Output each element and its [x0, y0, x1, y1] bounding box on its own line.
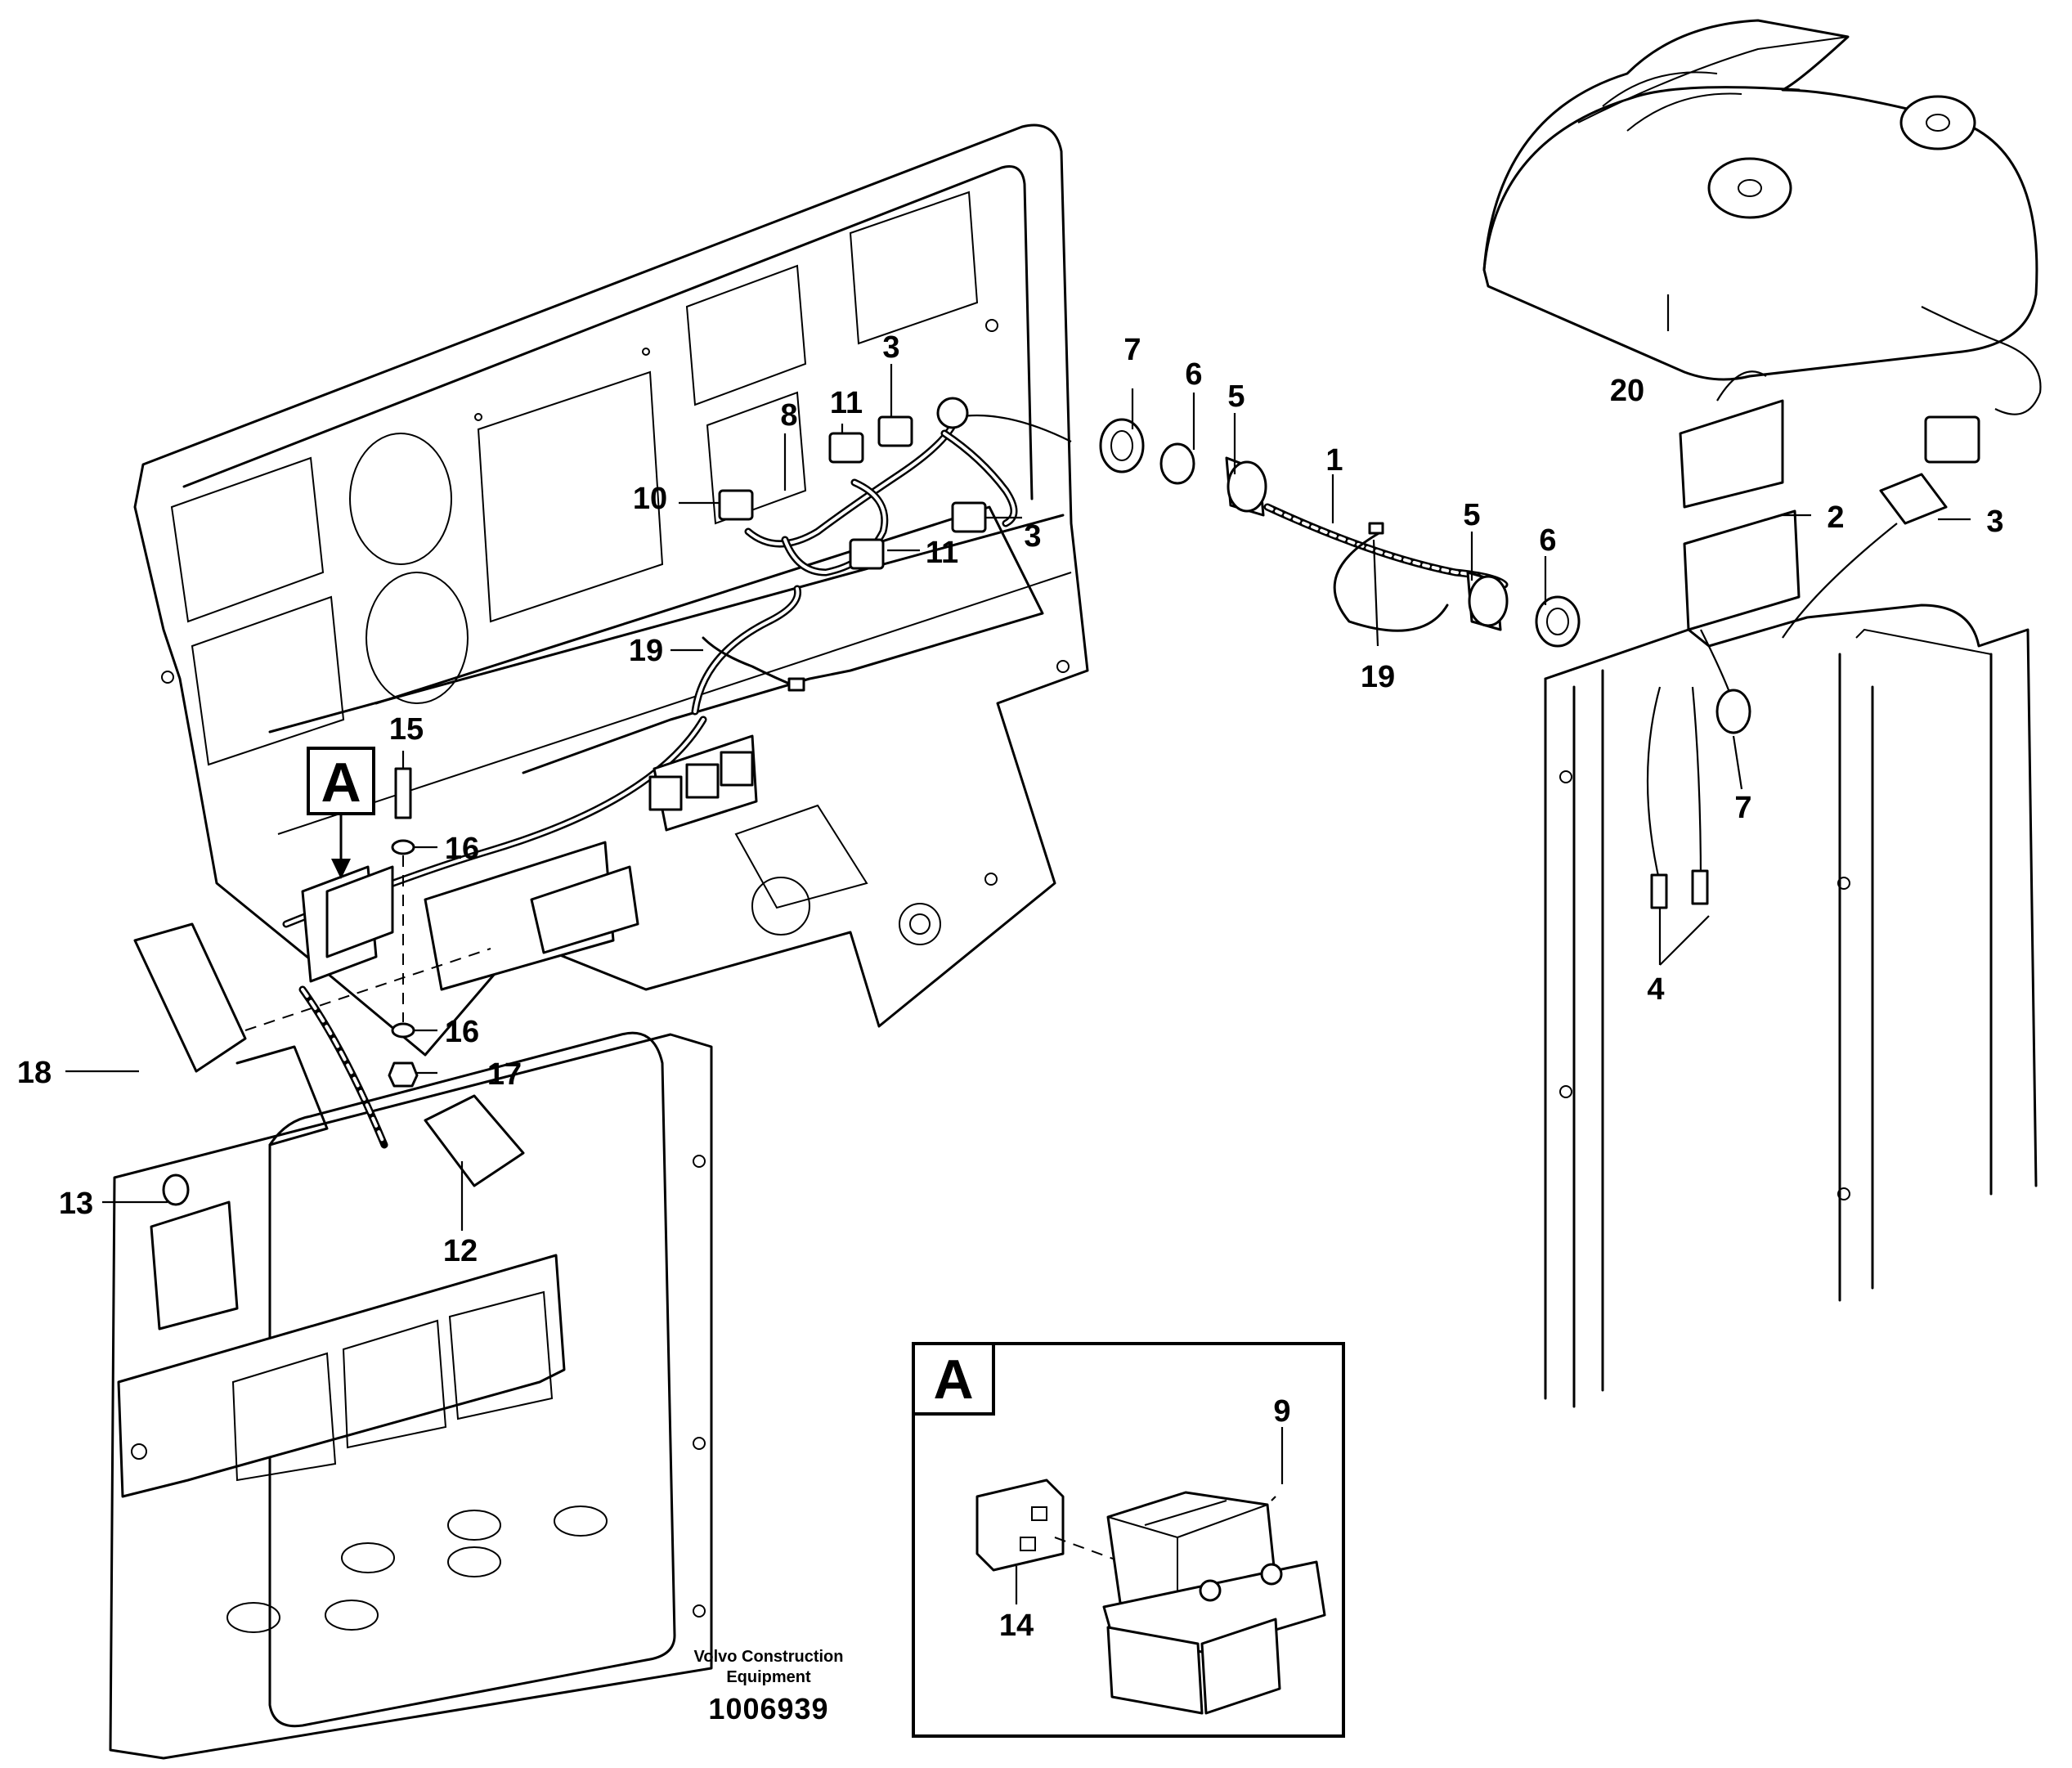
callout-10: 10	[633, 482, 667, 516]
callout-18: 18	[17, 1056, 52, 1090]
nut-17	[388, 1061, 419, 1088]
connector-10	[718, 489, 754, 521]
callout-15: 15	[389, 712, 424, 747]
relay-14	[975, 1479, 1065, 1572]
callout-11-upper: 11	[830, 386, 863, 420]
connector-3-upper	[877, 415, 913, 447]
detail-a-marker: A	[307, 747, 375, 879]
callout-1: 1	[1325, 443, 1343, 478]
nut-7-right	[1715, 689, 1751, 734]
callout-14: 14	[999, 1609, 1034, 1643]
footer-image-number: 1006939	[708, 1692, 828, 1725]
connector-11-upper	[828, 432, 864, 464]
callout-labels: 7 6 5 1 5 6 19 20 2 3 7 4 10 8 11 3 11 3…	[17, 330, 2004, 1643]
connector-12	[424, 1094, 525, 1187]
washer-16-lower	[391, 1022, 415, 1039]
callout-12: 12	[443, 1234, 478, 1268]
callout-5-right: 5	[1463, 498, 1480, 532]
bolt-15	[394, 767, 412, 819]
cable-tie-19-left	[787, 677, 805, 692]
control-unit-20	[1482, 19, 2042, 415]
callout-6-left: 6	[1185, 357, 1202, 392]
callout-20: 20	[1610, 374, 1644, 408]
nut-7-left	[1099, 418, 1145, 473]
callout-3-lower: 3	[1024, 519, 1041, 554]
footer-company-line1: Volvo Construction	[694, 1648, 844, 1666]
cable-tie-19-right	[1368, 522, 1384, 535]
grommet-panel	[936, 397, 969, 429]
callout-5-left: 5	[1227, 379, 1245, 414]
image-footer: Volvo Construction Equipment 1006939	[694, 1648, 844, 1725]
washer-16-upper	[391, 839, 415, 855]
connector-13	[150, 1200, 239, 1330]
relay-fuse-area	[133, 734, 758, 1330]
callout-11-lower: 11	[926, 536, 958, 570]
terminal-4-right	[1691, 869, 1709, 905]
detail-a-marker-label: A	[321, 752, 361, 814]
connector-3-right	[1782, 415, 1980, 639]
detail-a-label: A	[933, 1348, 973, 1411]
connector-3-lower	[951, 501, 987, 533]
leader-lines	[65, 294, 1971, 1604]
terminal-4-left	[1650, 873, 1668, 909]
callout-8: 8	[780, 398, 797, 433]
callout-16-lower: 16	[445, 1015, 479, 1049]
dashboard-panel	[133, 123, 1089, 1057]
detail-a-inset: A	[912, 1342, 1345, 1738]
callout-13: 13	[59, 1187, 93, 1221]
seal-6-right	[1535, 595, 1581, 648]
callout-7-left: 7	[1123, 333, 1141, 367]
connector-11-lower	[849, 538, 885, 570]
seal-6-left	[1159, 442, 1195, 485]
callout-9: 9	[1273, 1394, 1290, 1429]
callout-19-right: 19	[1361, 660, 1395, 694]
callout-2: 2	[1827, 500, 1844, 535]
connector-plug-2	[1679, 370, 1801, 704]
detail-a-label-box	[912, 1342, 995, 1416]
callout-6-right: 6	[1539, 523, 1556, 558]
bulkhead-fitting-assembly	[1099, 418, 1581, 648]
callout-4: 4	[1647, 972, 1664, 1007]
support-post	[1544, 604, 2038, 1408]
callout-17: 17	[487, 1057, 522, 1092]
callout-19-left: 19	[629, 634, 663, 668]
callout-7-right: 7	[1734, 791, 1751, 825]
lower-control-box	[109, 1031, 713, 1760]
terminal-block-18	[133, 922, 247, 1073]
callout-16-upper: 16	[445, 832, 479, 866]
callout-3-upper: 3	[882, 330, 899, 365]
callout-3-right: 3	[1986, 505, 2003, 539]
footer-company-line2: Equipment	[726, 1668, 811, 1686]
